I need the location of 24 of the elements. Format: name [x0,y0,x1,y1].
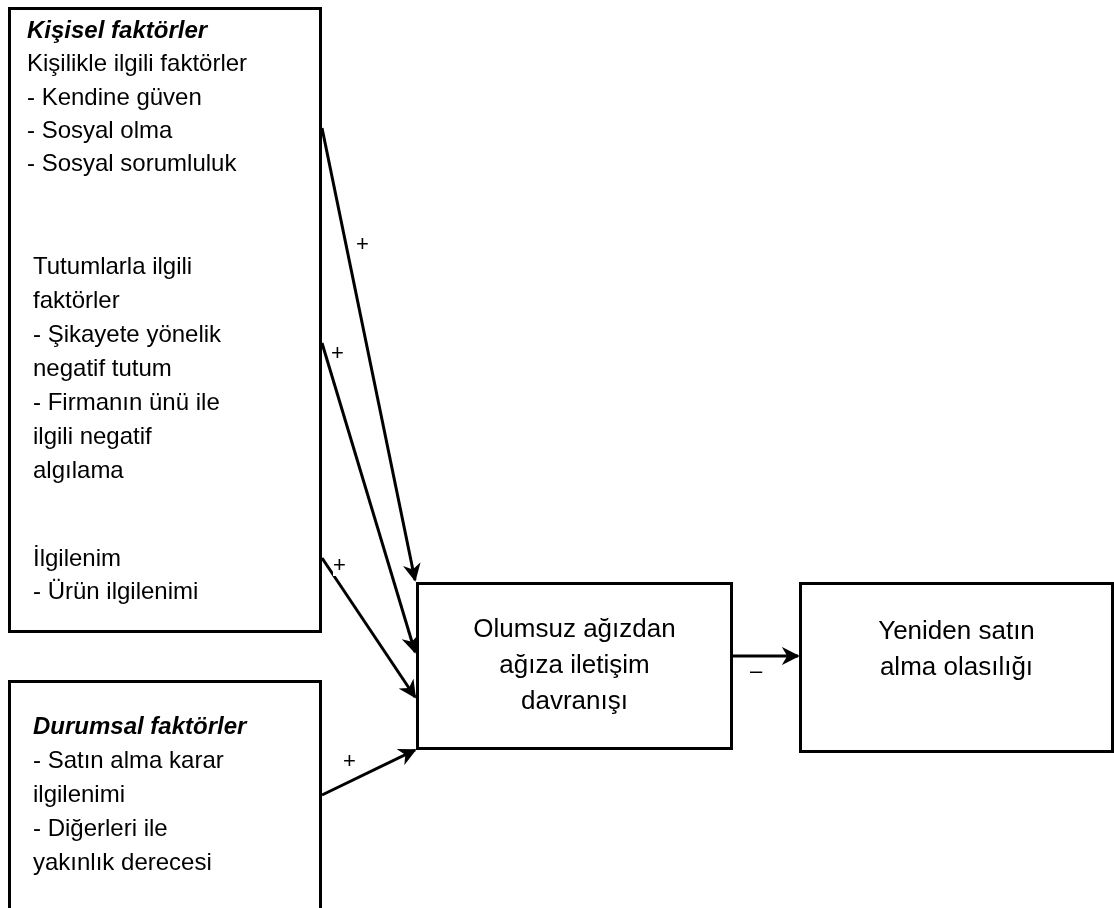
factor-text: - Diğerleri ile yakınlık derecesi [33,813,213,877]
factor-text: - Satın alma karar ilgilenimi [33,745,225,809]
factor-box [8,680,322,908]
factor-text: - Ürün ilgilenimi [33,576,199,606]
factor-text: - Sosyal sorumluluk [27,148,237,178]
factor-text: Tutumlarla ilgili faktörler [33,251,194,315]
factor-box [8,7,322,633]
box-label: Olumsuz ağızdan ağıza iletişim davranışı [472,612,677,717]
box-heading: Kişisel faktörler [27,15,209,45]
arrow [733,647,800,665]
arrow [320,557,417,699]
factor-text: - Şikayete yönelik negatif tutum [33,319,223,383]
factor-text: - Firmanın ünü ile ilgili negatif algılama [33,387,221,485]
box-label: Yeniden satın alma olasılığı [877,614,1036,683]
factor-text: - Sosyal olma [27,115,173,145]
box-heading: Durumsal faktörler [33,711,249,741]
factor-text: - Kendine güven [27,82,202,112]
process-box [416,582,733,750]
arrow [320,127,421,582]
factor-text: İlgilenim [33,543,122,573]
arrow [321,748,417,797]
factor-text: Kişilikle ilgili faktörler [27,48,248,78]
arrow [320,342,419,654]
process-box [799,582,1114,753]
